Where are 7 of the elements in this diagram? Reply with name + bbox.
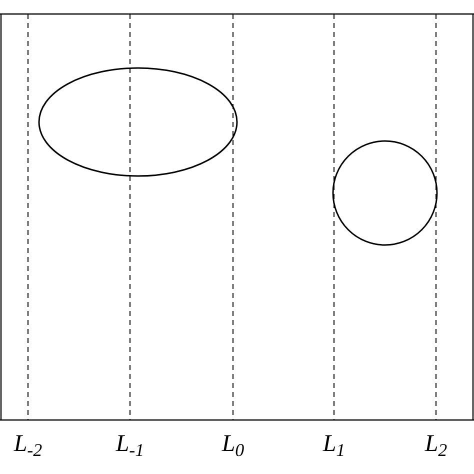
line-label: L$_{-2}$ bbox=[14, 432, 42, 456]
line-label: L$_{-1}$ bbox=[116, 432, 144, 456]
ellipse-shape bbox=[39, 68, 237, 176]
line-label: L$_{0}$ bbox=[222, 432, 244, 456]
line-label: L$_{1}$ bbox=[322, 432, 346, 456]
circle-shape bbox=[331, 139, 439, 247]
line-label: L$_{2}$ bbox=[424, 432, 448, 456]
